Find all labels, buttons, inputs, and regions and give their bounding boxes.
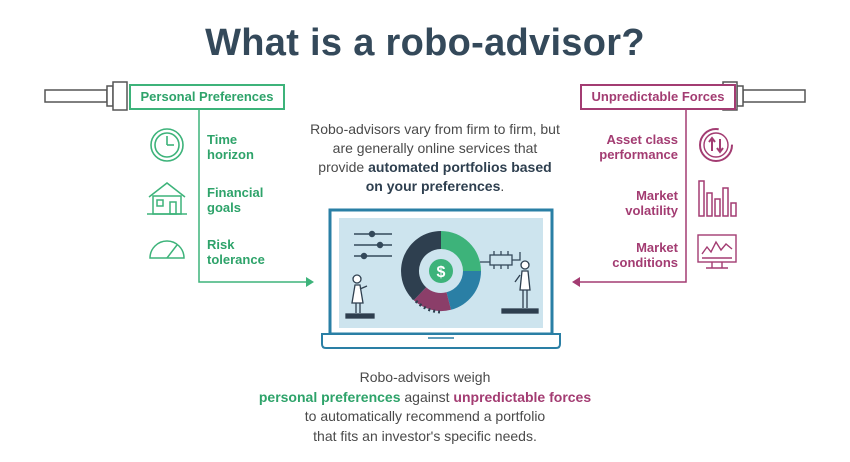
left-connector-icon: [44, 81, 128, 111]
description-text: Robo-advisors vary from firm to firm, bu…: [310, 121, 560, 194]
page-title: What is a robo-advisor?: [205, 22, 645, 64]
bar-chart-icon: [698, 180, 737, 217]
sliders-graphic: [354, 230, 392, 260]
monitor-chart-icon: [697, 234, 737, 269]
laptop-illustration: [321, 208, 561, 349]
portfolio-donut-chart: [401, 231, 482, 314]
unpredictable-forces-box: Unpredictable Forces: [580, 84, 736, 110]
footer-text: Robo-advisors weigh personal preferences…: [258, 369, 592, 444]
personal-preferences-box: Personal Preferences: [129, 84, 285, 110]
gauge-icon: [149, 240, 185, 259]
house-icon: [147, 182, 187, 215]
person-left-figure: [345, 274, 375, 319]
circuit-graphic: [480, 251, 521, 269]
right-flow-arrow: [572, 110, 687, 287]
person-right-figure: [501, 260, 539, 314]
left-flow-arrow: [198, 110, 314, 287]
cycle-arrows-icon: [699, 128, 733, 162]
dollar-sign-icon: $: [436, 264, 446, 281]
clock-icon: [150, 128, 184, 162]
